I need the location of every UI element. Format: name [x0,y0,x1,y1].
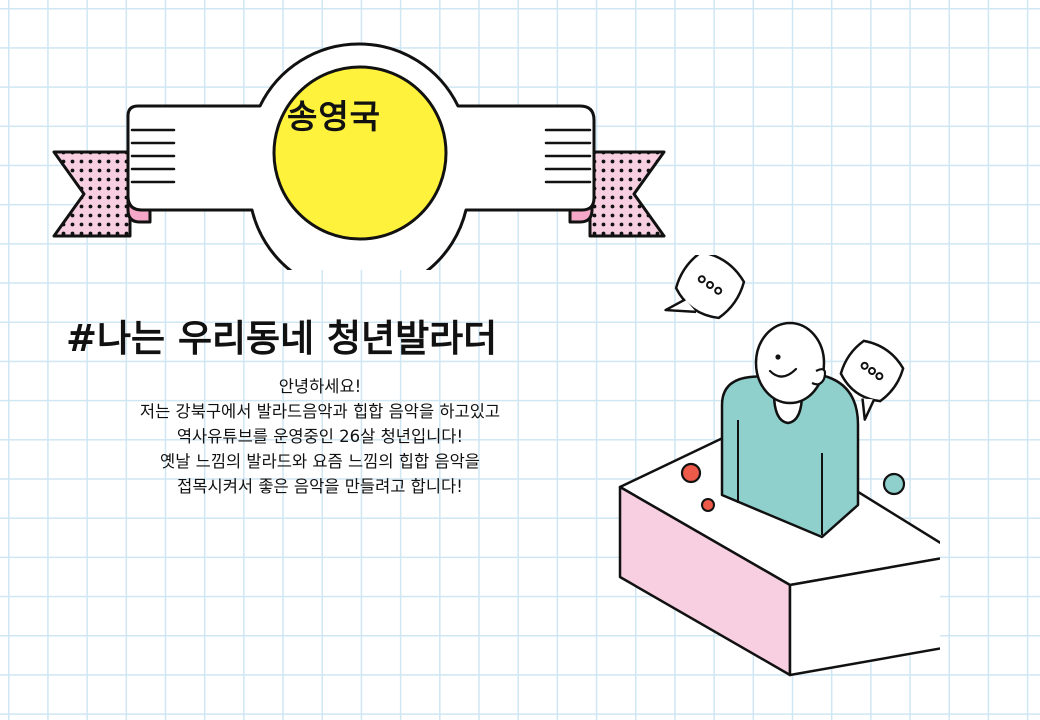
badge-circle [272,65,448,241]
intro-paragraph: 안녕하세요! 저는 강북구에서 발라드음악과 힙합 음악을 하고있고 역사유튜브… [60,374,580,499]
headline: #나는 우리동네 청년발라더 [66,317,498,360]
person-at-desk-illustration [618,255,940,677]
intro-line: 역사유튜브를 운영중인 26살 청년입니다! [176,427,464,446]
intro-line: 접목시켜서 좋은 음악을 만들려고 합니다! [177,477,463,496]
speech-bubble-icon [839,339,905,421]
ribbon-badge [52,42,666,270]
intro-line: 저는 강북구에서 발라드음악과 힙합 음악을 하고있고 [139,402,501,421]
ribbon-tail-right [588,150,666,238]
speech-bubble-icon [664,255,746,320]
badge-name: 송영국 [286,97,382,136]
intro-line: 안녕하세요! [278,377,362,396]
intro-line: 옛날 느낌의 발라드와 요즘 느낌의 힙합 음악을 [160,452,480,471]
ribbon-tail-left [52,150,132,238]
